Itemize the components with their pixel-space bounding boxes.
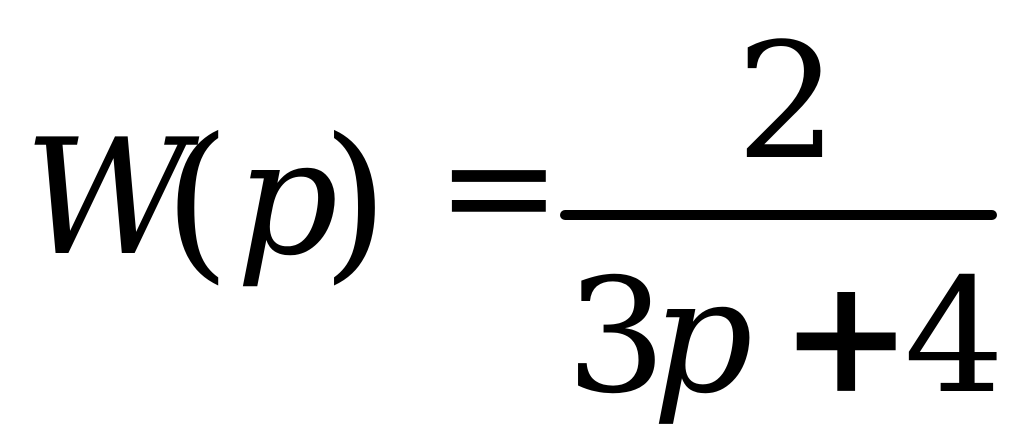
- plus-sign: +: [780, 244, 913, 429]
- denominator-constant: 4: [904, 245, 1005, 429]
- numerator: 2: [736, 8, 838, 195]
- close-paren: ): [322, 102, 389, 300]
- equals-sign: =: [436, 100, 562, 274]
- argument-variable: p: [236, 104, 339, 291]
- open-paren: (: [164, 102, 231, 300]
- denominator-variable: p: [652, 245, 754, 429]
- fraction-bar: [560, 210, 997, 220]
- denominator-coefficient: 3: [566, 245, 667, 429]
- function-symbol: W: [24, 104, 189, 291]
